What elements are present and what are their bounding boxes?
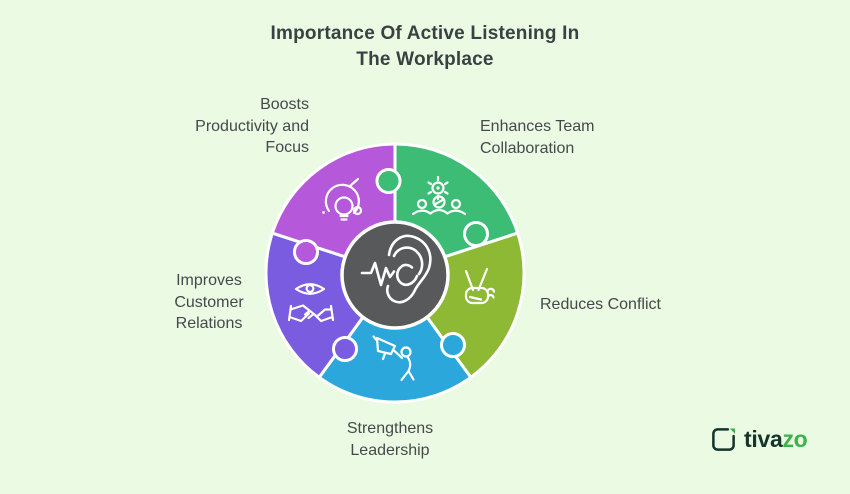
peace-hand-icon [464, 267, 496, 305]
puzzle-knob-top [375, 168, 402, 194]
logo-accent-mark [729, 428, 736, 434]
megaphone-person-icon [372, 335, 415, 382]
segment-label-strengthens-leadership: Strengthens Leadership [346, 420, 434, 459]
puzzle-knob-upper-right [463, 221, 489, 247]
segment-label-improves-customer-relations: Improves Customer Relations [174, 272, 244, 332]
brand-text-accent: zo [782, 426, 808, 452]
ear-icon [360, 234, 432, 304]
puzzle-knob-upper-left [293, 239, 319, 265]
segment-label-boosts-productivity-focus: Boosts Productivity and Focus [195, 96, 309, 156]
segment-wedge-strengthens-leadership [317, 271, 473, 404]
puzzle-knob-lower-left [332, 336, 358, 362]
segment-label-reduces-conflict: Reduces Conflict [540, 296, 661, 313]
segment-label-enhances-team-collaboration: Enhances Team Collaboration [480, 118, 595, 157]
tivazo-logo-icon [712, 428, 736, 451]
gear-team-icon [411, 175, 467, 216]
lightbulb-icon [322, 177, 363, 221]
puzzle-knob-lower-right [440, 332, 466, 358]
page-title: Importance Of Active Listening In The Wo… [270, 23, 580, 70]
center-circle [340, 220, 450, 330]
eye-handshake-icon [287, 283, 335, 323]
brand-logo: tivazo [710, 426, 808, 453]
brand-wordmark: tivazo [744, 426, 808, 453]
brand-text-dark: tiva [744, 426, 783, 452]
